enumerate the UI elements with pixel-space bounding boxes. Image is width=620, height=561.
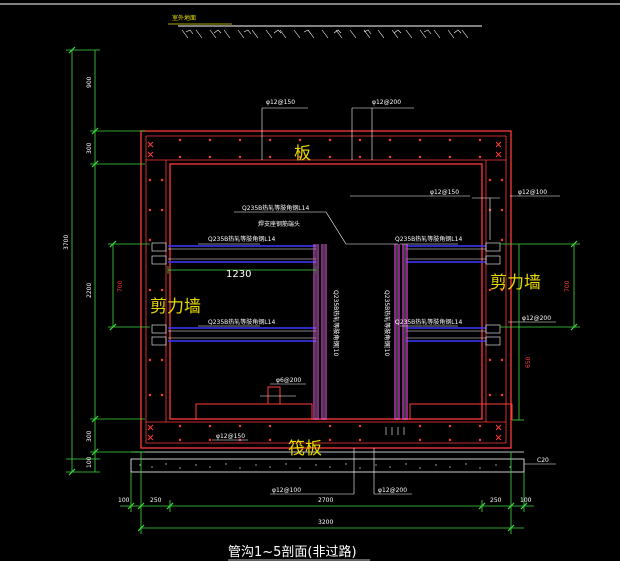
vertical-angle-steel — [313, 244, 408, 420]
dimension-texts: 900 300 3700 2200 300 100 700 700 650 12… — [63, 76, 571, 526]
rebar-bottom-inner: φ12@150 — [216, 433, 245, 440]
vert-right-note: Q235B热轧等肢角钢[10 — [383, 290, 391, 356]
drawing-title: 管沟1~5剖面(非过路) — [228, 544, 357, 560]
dim-100-b-left: 100 — [118, 497, 130, 504]
rebar-right-100: φ12@100 — [518, 189, 547, 196]
dimension-lines — [66, 49, 580, 534]
rebar-right-mid: φ12@200 — [522, 315, 551, 322]
angle-tl: Q235B热轧等肢角钢L14 — [208, 235, 275, 243]
angle-note-2: 焊支座钢筋端头 — [258, 220, 300, 228]
rebar-bottom-right: φ12@200 — [378, 487, 407, 494]
dim-100-b-right: 100 — [520, 497, 532, 504]
bottom-inner-pads — [195, 386, 513, 420]
label-shear-wall-right: 剪力墙 — [490, 273, 541, 293]
dim-3200: 3200 — [318, 519, 333, 526]
ground-label: 室外地面 — [172, 14, 196, 22]
stirrup-note: φ6@200 — [276, 377, 301, 384]
angle-bl: Q235B热轧等肢角钢L14 — [208, 318, 275, 326]
dim-100-left: 100 — [86, 456, 93, 468]
label-slab: 板 — [294, 144, 311, 164]
dim-700-left: 700 — [117, 280, 124, 292]
dim-300-bot: 300 — [86, 430, 93, 442]
dim-900: 900 — [86, 76, 93, 88]
ground-surface — [168, 23, 482, 39]
wall-anchors — [151, 242, 501, 346]
dim-2700: 2700 — [318, 497, 333, 504]
rebar-annotations: φ12@150 φ12@200 φ12@150 φ12@100 Q235B热轧等… — [208, 99, 551, 494]
vert-left-note: Q235B热轧等肢角钢[10 — [332, 290, 340, 356]
dim-2200: 2200 — [86, 283, 93, 298]
label-raft: 筏板 — [288, 439, 322, 459]
angle-tr: Q235B热轧等肢角钢L14 — [395, 235, 462, 243]
rebar-right-150: φ12@150 — [430, 189, 459, 196]
concrete-label: C20 — [537, 457, 549, 464]
dim-250-b-right: 250 — [490, 497, 502, 504]
slab-rebar-dots — [148, 138, 504, 442]
rebar-top-left: φ12@150 — [266, 99, 295, 106]
dim-300-top: 300 — [86, 142, 93, 154]
dim-650: 650 — [525, 356, 532, 368]
dim-250-b-left: 250 — [150, 497, 162, 504]
dim-3700: 3700 — [63, 235, 70, 250]
angle-note-1: Q235B热轧等肢角钢L14 — [242, 204, 309, 212]
outer-wall-outline — [140, 130, 512, 449]
dimension-ticks — [68, 46, 578, 532]
rebar-top-right: φ12@200 — [372, 99, 401, 106]
rebar-bottom-left: φ12@100 — [272, 487, 301, 494]
angle-br: Q235B热轧等肢角钢L14 — [395, 318, 462, 326]
label-shear-wall-left: 剪力墙 — [150, 297, 201, 317]
leader-lines — [198, 107, 560, 495]
dim-700-right: 700 — [564, 280, 571, 292]
dim-1230: 1230 — [226, 269, 251, 280]
foundation-pad — [130, 451, 525, 473]
wall-horizontal-rebar — [168, 245, 486, 342]
